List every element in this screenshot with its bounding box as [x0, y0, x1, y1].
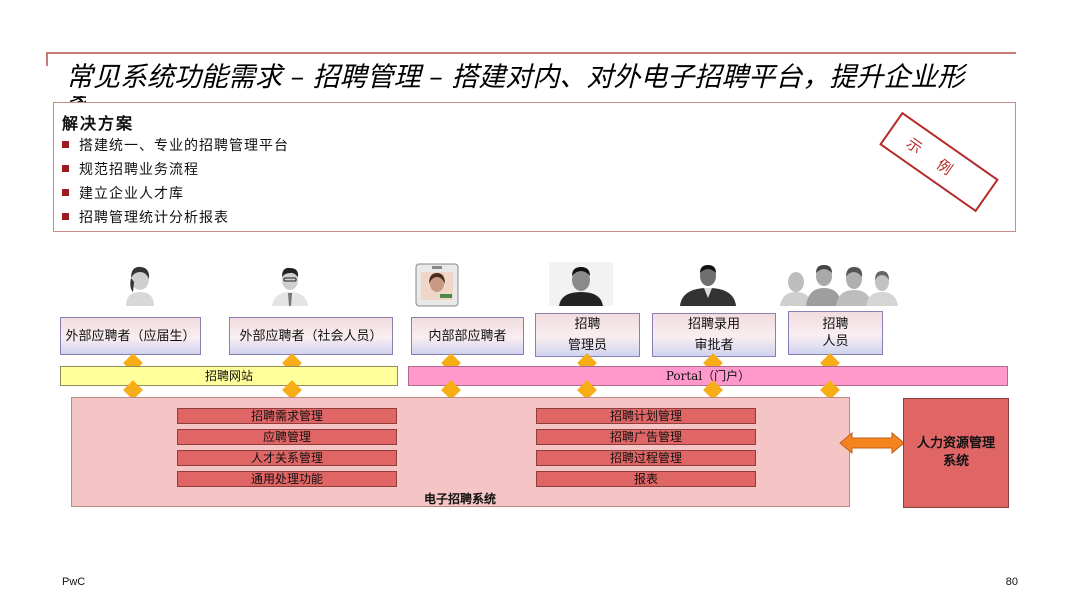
hr-management-system-box: 人力资源管理 系统: [903, 398, 1009, 508]
solution-item-text: 搭建统一、专业的招聘管理平台: [79, 138, 289, 154]
solution-box: [53, 102, 1016, 232]
bullet-icon: [62, 140, 69, 148]
portal-bar: Portal（门户）: [408, 366, 1008, 386]
module-talent-relationship: 人才关系管理: [177, 450, 397, 466]
solution-item-text: 建立企业人才库: [79, 186, 184, 202]
recruitment-website-bar: 招聘网站: [60, 366, 398, 386]
module-recruitment-process: 招聘过程管理: [536, 450, 756, 466]
role-label-line2: 审批者: [694, 338, 734, 353]
hr-system-label-line1: 人力资源管理: [916, 436, 995, 451]
role-label: 外部应聘者（应届生）: [65, 328, 196, 344]
role-label: 内部部应聘者: [428, 328, 507, 344]
role-label-line1: 招聘: [822, 317, 849, 332]
employee-badge-icon: [415, 263, 459, 307]
male-professional-icon: [272, 267, 308, 306]
solution-item-text: 招聘管理统计分析报表: [79, 210, 229, 226]
role-recruitment-staff: 招聘 人员: [788, 311, 883, 355]
module-general-processing: 通用处理功能: [177, 471, 397, 487]
bullet-icon: [62, 164, 69, 172]
bullet-icon: [62, 212, 69, 220]
bullet-icon: [62, 188, 69, 196]
solution-item: 建立企业人才库: [62, 183, 184, 205]
role-label: 外部应聘者（社会人员）: [239, 328, 383, 344]
role-external-experienced: 外部应聘者（社会人员）: [229, 317, 393, 355]
module-recruitment-demand: 招聘需求管理: [177, 408, 397, 424]
solution-item-text: 规范招聘业务流程: [79, 162, 199, 178]
solution-heading: 解决方案: [62, 114, 135, 133]
footer-brand: PwC: [62, 576, 86, 588]
module-reports: 报表: [536, 471, 756, 487]
role-internal-applicant: 内部部应聘者: [411, 317, 524, 355]
recruiter-admin-icon: [549, 262, 613, 306]
solution-item: 搭建统一、专业的招聘管理平台: [62, 135, 289, 157]
role-label-line2: 人员: [822, 334, 849, 349]
title-tick: [46, 52, 48, 66]
role-hiring-approver: 招聘录用 审批者: [652, 313, 776, 357]
solution-item: 规范招聘业务流程: [62, 159, 199, 181]
module-recruitment-plan: 招聘计划管理: [536, 408, 756, 424]
title-rule: [46, 52, 1016, 54]
approver-icon: [680, 265, 736, 306]
page-title: 常见系统功能需求 – 招聘管理 – 搭建对内、对外电子招聘平台，提升企业形: [66, 62, 965, 93]
recruitment-staff-group-icon: [780, 265, 898, 306]
hr-system-label-line2: 系统: [942, 454, 969, 469]
role-label-line1: 招聘: [574, 317, 601, 332]
system-label: 电子招聘系统: [423, 492, 496, 506]
module-recruitment-advertising: 招聘广告管理: [536, 429, 756, 445]
solution-item: 招聘管理统计分析报表: [62, 207, 229, 229]
role-label-line1: 招聘录用: [687, 317, 740, 332]
title-overflow: 象: [66, 96, 86, 104]
role-recruitment-admin: 招聘 管理员: [535, 313, 640, 357]
module-application-management: 应聘管理: [177, 429, 397, 445]
role-external-graduate: 外部应聘者（应届生）: [60, 317, 201, 355]
page-number: 80: [1005, 576, 1018, 588]
double-arrow-icon: [839, 431, 905, 455]
female-graduate-icon: [126, 266, 154, 306]
role-label-line2: 管理员: [567, 338, 607, 353]
